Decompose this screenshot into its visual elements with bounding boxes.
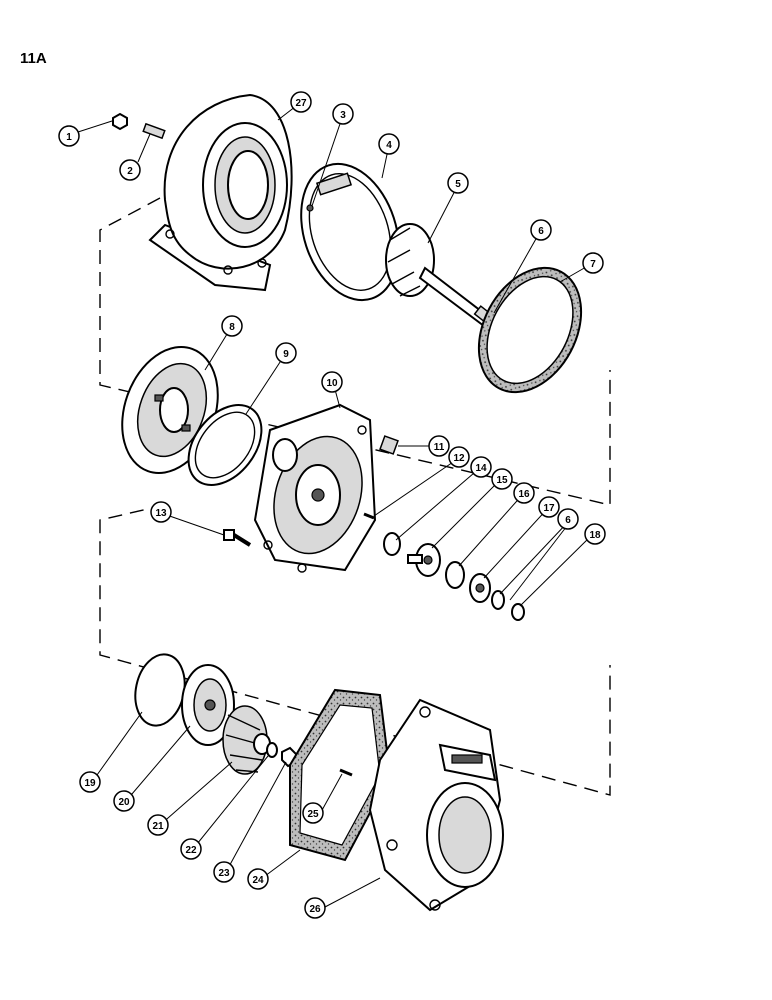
svg-text:26: 26: [309, 904, 321, 915]
callout-14: 14: [470, 456, 492, 478]
svg-text:10: 10: [326, 378, 338, 389]
svg-text:1: 1: [66, 132, 72, 143]
svg-text:4: 4: [386, 140, 392, 151]
callout-2: 2: [119, 159, 141, 181]
center-housing-part-10: [253, 403, 377, 573]
turbine-wheel-shaft-part: [385, 223, 495, 328]
dashed-group-boundary-upper: [99, 197, 611, 506]
svg-text:19: 19: [84, 778, 96, 789]
data-plate: [451, 754, 483, 764]
callout-8: 8: [221, 315, 243, 337]
callout-20: 20: [113, 790, 135, 812]
svg-text:2: 2: [127, 166, 133, 177]
svg-text:15: 15: [496, 475, 508, 486]
gasket-part-24: [289, 688, 392, 862]
o-ring-part-14: [383, 532, 401, 556]
clamp-band-part: [300, 162, 400, 302]
svg-text:22: 22: [185, 845, 197, 856]
svg-text:11: 11: [434, 442, 445, 453]
svg-text:6: 6: [565, 515, 571, 526]
callout-16: 16: [513, 482, 535, 504]
svg-text:18: 18: [589, 530, 601, 541]
callout-1: 1: [58, 125, 80, 147]
callout-12: 12: [448, 446, 470, 468]
washer-part-18: [511, 603, 525, 621]
callout-19: 19: [79, 771, 101, 793]
callout-5: 5: [447, 172, 469, 194]
svg-text:24: 24: [252, 875, 264, 886]
callout-23: 23: [213, 861, 235, 883]
svg-text:6: 6: [538, 226, 544, 237]
washer-part-22: [266, 742, 278, 758]
svg-text:25: 25: [307, 809, 319, 820]
pin-part-25: [339, 768, 353, 777]
svg-text:16: 16: [518, 489, 530, 500]
backplate-part-20: [181, 664, 235, 746]
stud-part-2: [142, 122, 166, 140]
bolt-part-13: [223, 529, 252, 547]
pin-part-12: [363, 512, 375, 520]
plug-part-11: [379, 435, 399, 455]
callout-25: 25: [302, 802, 324, 824]
callout-7: 7: [582, 252, 604, 274]
svg-text:13: 13: [155, 508, 167, 519]
callout-27: 27: [290, 91, 312, 113]
screw-part-3: [306, 204, 314, 212]
svg-text:17: 17: [543, 503, 555, 514]
thrust-bearing-part-17: [469, 573, 491, 603]
svg-text:14: 14: [475, 463, 487, 474]
thrust-collar-part-15: [407, 543, 441, 577]
gasket-ring-part-7: [477, 266, 583, 394]
leader-lines: [77, 102, 594, 908]
svg-text:5: 5: [455, 179, 461, 190]
callout-9: 9: [275, 342, 297, 364]
callout-3: 3: [332, 103, 354, 125]
callout-15: 15: [491, 468, 513, 490]
callout-13: 13: [150, 501, 172, 523]
turbine-housing-part: [148, 93, 293, 292]
callout-26: 26: [304, 897, 326, 919]
compressor-wheel-part-21: [222, 705, 271, 775]
svg-text:12: 12: [453, 453, 465, 464]
callout-6-lower: 6: [557, 508, 579, 530]
svg-text:9: 9: [283, 349, 289, 360]
callout-24: 24: [247, 868, 269, 890]
svg-text:27: 27: [295, 98, 307, 109]
seal-ring-part-6-lower: [491, 590, 505, 610]
nut-part-1: [112, 112, 128, 131]
callout-18: 18: [584, 523, 606, 545]
callout-21: 21: [147, 814, 169, 836]
svg-text:21: 21: [152, 821, 164, 832]
retainer-ring-part-9: [187, 404, 263, 486]
callout-17: 17: [538, 496, 560, 518]
compressor-housing-part-26: [368, 698, 504, 912]
o-ring-part-19: [134, 653, 186, 727]
callout-4: 4: [378, 133, 400, 155]
page-number-label: 11A: [20, 50, 47, 67]
callout-6-upper: 6: [530, 219, 552, 241]
dashed-group-boundary-lower: [99, 504, 611, 796]
svg-text:3: 3: [340, 110, 346, 121]
svg-text:20: 20: [118, 797, 130, 808]
callout-11: 11: [428, 435, 450, 457]
ring-part-16: [445, 561, 465, 589]
svg-text:23: 23: [218, 868, 230, 879]
callout-22: 22: [180, 838, 202, 860]
callout-10: 10: [321, 371, 343, 393]
svg-text:8: 8: [229, 322, 235, 333]
svg-text:7: 7: [590, 259, 596, 270]
